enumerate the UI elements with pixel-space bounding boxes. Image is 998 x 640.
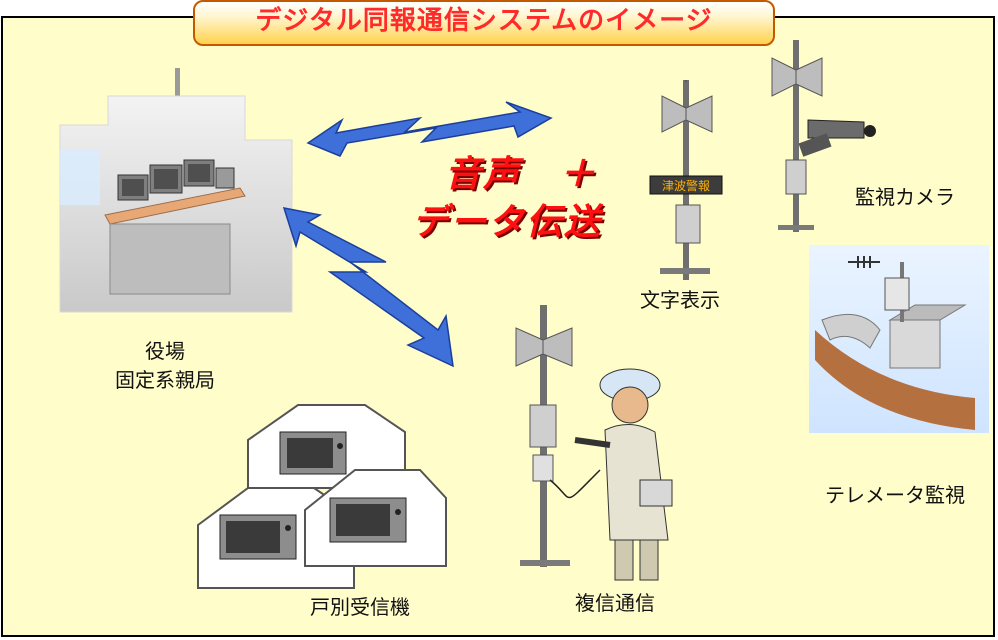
transmission-data-label: データ伝送 — [412, 202, 603, 243]
radio-arrow-upper-icon — [306, 101, 553, 157]
text-display-label: 文字表示 — [640, 288, 720, 312]
duplex-speaker-pole-icon — [515, 305, 601, 567]
town-hall-building-icon — [59, 68, 293, 313]
household-receiver-icon — [304, 469, 447, 567]
telemeter-label: テレメータ監視 — [825, 483, 965, 507]
household-receiver-icon — [247, 404, 406, 489]
field-worker-icon — [574, 368, 673, 581]
camera-label: 監視カメラ — [855, 185, 955, 209]
telemeter-scene-icon — [809, 245, 989, 433]
title-banner: デジタル同報通信システムのイメージ — [193, 0, 775, 46]
town-hall-label-line1: 役場 — [145, 339, 185, 363]
camera-pole-icon — [771, 40, 876, 232]
diagram-title: デジタル同報通信システムのイメージ — [255, 5, 713, 36]
transmission-voice-label: 音声 ＋ — [445, 154, 598, 195]
radio-arrow-lower-icon — [282, 207, 454, 368]
town-hall-label: 役場 固定系親局 — [95, 337, 235, 395]
town-hall-label-line2: 固定系親局 — [115, 368, 215, 392]
household-receiver-label: 戸別受信機 — [310, 595, 410, 619]
tsunami-sign-text: 津波警報 — [662, 178, 710, 193]
duplex-label: 複信通信 — [575, 591, 655, 615]
speaker-pole-text-display-icon — [649, 80, 723, 280]
